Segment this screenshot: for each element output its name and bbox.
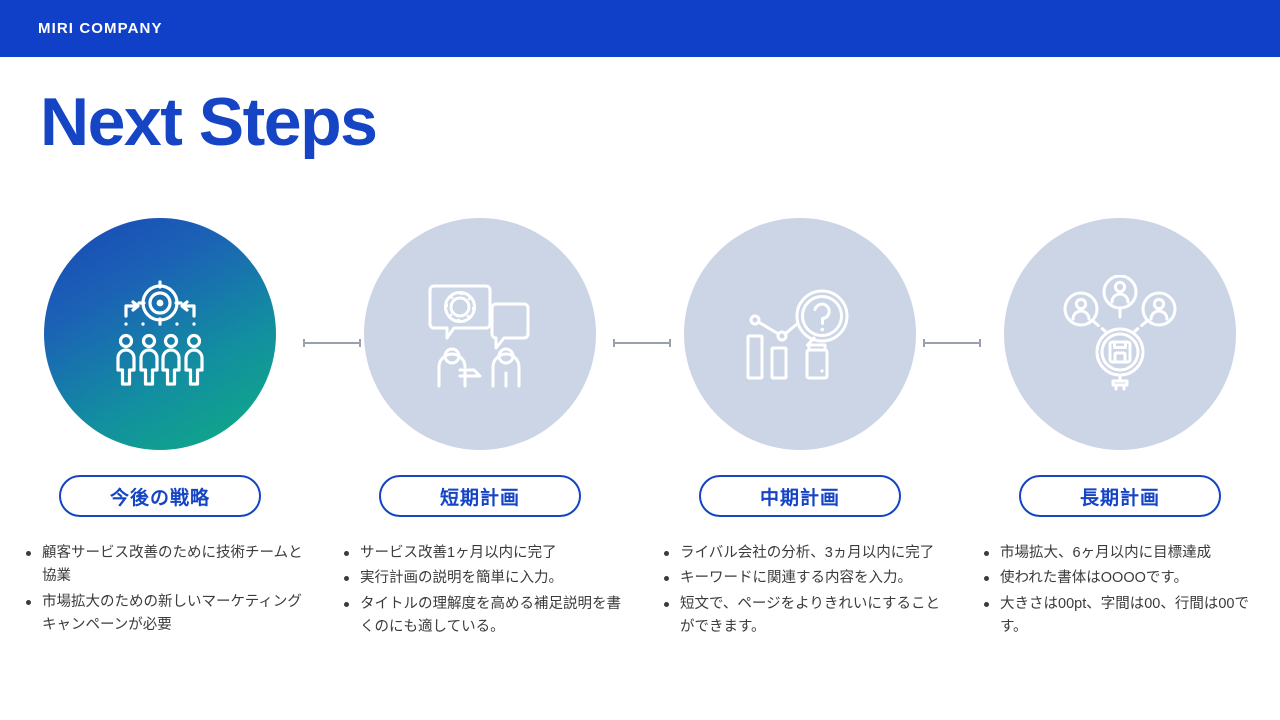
step-circle-4 — [1004, 218, 1236, 450]
step-label-pill-2[interactable]: 短期計画 — [379, 475, 581, 517]
list-item: 市場拡大、6ヶ月以内に目標達成 — [982, 542, 1266, 565]
step-bullets-3: ライバル会社の分析、3ヵ月以内に完了 キーワードに関連する内容を入力。 短文で、… — [662, 542, 946, 642]
list-item: 顧客サービス改善のために技術チームと協業 — [24, 542, 308, 589]
list-item: 使われた書体はOOOOです。 — [982, 567, 1266, 590]
step-column-3: 中期計画 ライバル会社の分析、3ヵ月以内に完了 キーワードに関連する内容を入力。… — [640, 218, 960, 642]
step-column-1: 今後の戦略 顧客サービス改善のために技術チームと協業 市場拡大のための新しいマー… — [0, 218, 320, 642]
step-circle-2 — [364, 218, 596, 450]
list-item: タイトルの理解度を高める補足説明を書くのにも適している。 — [342, 593, 626, 640]
list-item: キーワードに関連する内容を入力。 — [662, 567, 946, 590]
page-title: Next Steps — [40, 84, 378, 160]
step-bullets-2: サービス改善1ヶ月以内に完了 実行計画の説明を簡単に入力。 タイトルの理解度を高… — [342, 542, 626, 642]
list-item: 短文で、ページをよりきれいにすることができます。 — [662, 593, 946, 640]
list-item: ライバル会社の分析、3ヵ月以内に完了 — [662, 542, 946, 565]
step-column-4: 長期計画 市場拡大、6ヶ月以内に目標達成 使われた書体はOOOOです。 大きさは… — [960, 218, 1280, 642]
target-team-icon — [102, 276, 218, 392]
step-column-2: 短期計画 サービス改善1ヶ月以内に完了 実行計画の説明を簡単に入力。 タイトルの… — [320, 218, 640, 642]
step-circle-1 — [44, 218, 276, 450]
company-brand: MIRI COMPANY — [38, 20, 163, 37]
list-item: 実行計画の説明を簡単に入力。 — [342, 567, 626, 590]
header-bar: MIRI COMPANY — [0, 0, 1280, 57]
discussion-gear-icon — [424, 278, 536, 390]
step-label-pill-1[interactable]: 今後の戦略 — [59, 475, 261, 517]
step-bullets-1: 顧客サービス改善のために技術チームと協業 市場拡大のための新しいマーケティングキ… — [24, 542, 308, 640]
network-team-icon — [1061, 275, 1179, 393]
step-circle-3 — [684, 218, 916, 450]
list-item: サービス改善1ヶ月以内に完了 — [342, 542, 626, 565]
chart-search-icon — [744, 278, 856, 390]
list-item: 大きさは00pt、字間は00、行間は00です。 — [982, 593, 1266, 640]
list-item: 市場拡大のための新しいマーケティングキャンペーンが必要 — [24, 591, 308, 638]
step-bullets-4: 市場拡大、6ヶ月以内に目標達成 使われた書体はOOOOです。 大きさは00pt、… — [982, 542, 1266, 642]
steps-row: 今後の戦略 顧客サービス改善のために技術チームと協業 市場拡大のための新しいマー… — [0, 218, 1280, 642]
step-label-pill-4[interactable]: 長期計画 — [1019, 475, 1221, 517]
step-label-pill-3[interactable]: 中期計画 — [699, 475, 901, 517]
